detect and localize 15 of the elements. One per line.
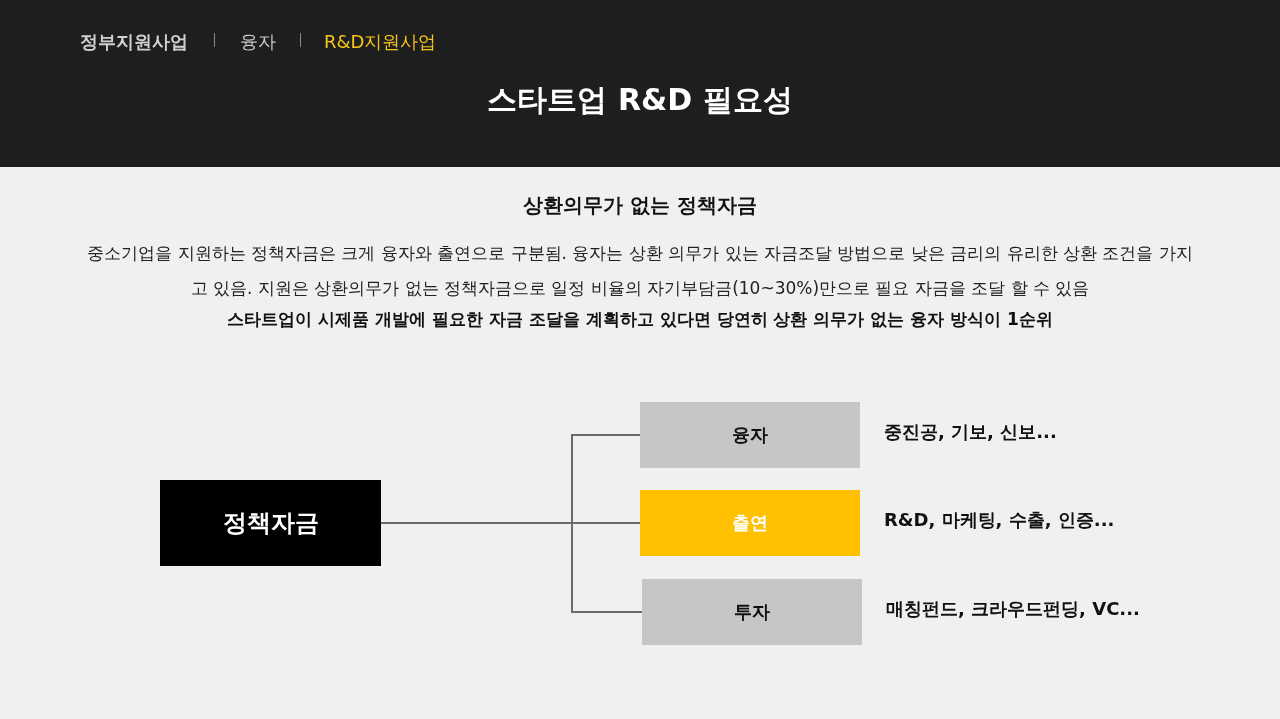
side-note: R&D, 마케팅, 수출, 인증... [884,508,1115,532]
emphasis-sentence: 스타트업이 시제품 개발에 필요한 자금 조달을 계획하고 있다면 당연히 상환 의무가 없는 융자 방식이 1순위 [226,308,1054,331]
section-heading: 상환의무가 없는 정책자금 [522,192,758,219]
side-note: 매칭펀드, 크라우드펀딩, VC... [886,597,1140,621]
connector-line [380,522,643,613]
nav-link: R&D지원사업 [324,30,437,54]
category-box: 융자 [640,402,860,468]
nav-link: 융자 [240,30,276,54]
nav-link: 정부지원사업 [80,30,188,54]
side-note: 중진공, 기보, 신보... [884,420,1057,444]
highlighted-category-box: 출연 [640,490,860,556]
source-box: 정책자금 [160,480,381,566]
category-box: 투자 [642,579,862,645]
page-title: 스타트업 R&D 필요성 [486,81,794,119]
description-paragraph: 중소기업을 지원하는 정책자금은 크게 융자와 출연으로 구분됨. 융자는 상환 의무가 있는 자금조달 방법으로 낮은 금리의 유리한 상환 조건을 가지고 있음. 지원은 상환의무가 없는 정책자금으로 일정 비율의 자기부담금(10~30%)만으로 필요 자금을 조달 할 수 있음 [86,242,1194,300]
